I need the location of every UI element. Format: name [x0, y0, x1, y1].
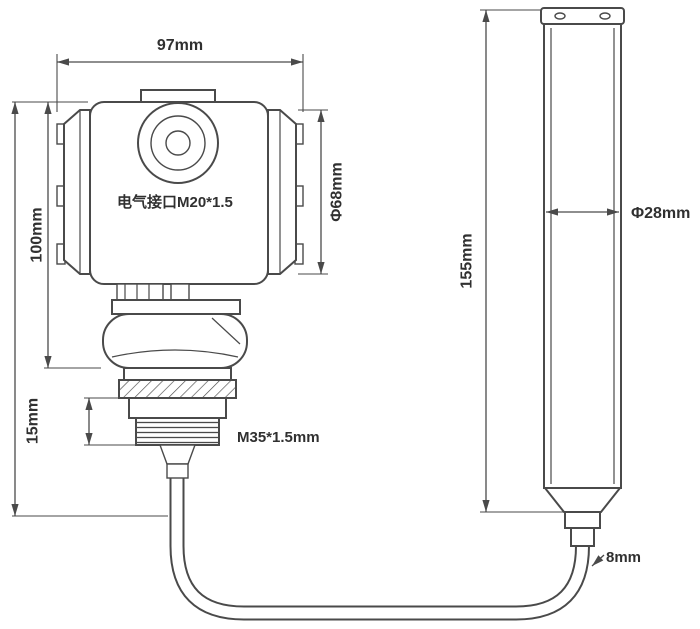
dimension-overall-height — [11, 102, 168, 517]
probe-cap-hole-right — [599, 12, 611, 20]
cable-core — [171, 474, 588, 619]
cable-diameter-label: 8mm — [606, 549, 641, 566]
neck-collar — [111, 299, 241, 315]
probe-length-label: 155mm — [459, 233, 476, 288]
probe-diameter-label: Φ28mm — [631, 205, 690, 222]
dimensions: 97mm 100mm 15mm Φ68mm — [11, 9, 690, 567]
lower-housing-body — [102, 313, 248, 369]
head-neck — [111, 283, 241, 315]
dimension-head-height: 100mm — [12, 101, 101, 369]
probe-top-cap — [540, 7, 625, 25]
left-cap-body — [63, 109, 91, 275]
transmitter-head: 电气接口M20*1.5 M35*1.5mm — [56, 89, 320, 479]
probe-cap-hole-left — [554, 12, 566, 20]
leader-line — [591, 554, 605, 567]
dimension-cable-diameter: 8mm — [591, 549, 641, 567]
right-end-cap — [267, 109, 304, 275]
probe-gland-lower — [570, 527, 595, 547]
probe — [540, 7, 625, 547]
lower-housing — [102, 313, 248, 369]
lower-housing-seam — [111, 349, 239, 358]
dimension-probe-length: 155mm — [459, 9, 564, 513]
dimension-top-width: 97mm — [56, 37, 304, 112]
sight-glass-center — [165, 130, 191, 156]
cable-outline — [169, 474, 590, 621]
probe-gland-upper — [564, 511, 601, 529]
top-width-label: 97mm — [157, 37, 203, 54]
process-connection — [118, 367, 237, 479]
neck-stub — [170, 283, 190, 301]
dimension-probe-diameter: Φ28mm — [546, 205, 690, 222]
right-cap-body — [267, 109, 297, 275]
head-height-label: 100mm — [29, 207, 46, 262]
sight-glass — [137, 102, 219, 184]
hex-nut — [128, 397, 227, 419]
electrical-port-label: 电气接口M20*1.5 — [117, 193, 233, 211]
cable-taper — [158, 444, 197, 465]
thread-height-label: 15mm — [25, 398, 42, 444]
cable-entry-tube — [166, 463, 189, 479]
thread-spec-label: M35*1.5mm — [237, 429, 320, 446]
left-end-cap — [56, 109, 91, 275]
lower-housing-facet — [211, 317, 241, 345]
terminal-block — [116, 283, 164, 301]
connection-cable — [169, 474, 590, 621]
probe-body — [543, 23, 622, 489]
flange-hatched-band — [118, 379, 237, 399]
dimension-thread-height: 15mm — [25, 397, 136, 446]
flange-plate — [123, 367, 232, 381]
head-diameter-label: Φ68mm — [329, 162, 346, 221]
thread-section — [135, 417, 220, 446]
probe-bottom-cone — [542, 487, 623, 513]
dimension-head-diameter: Φ68mm — [298, 109, 346, 275]
